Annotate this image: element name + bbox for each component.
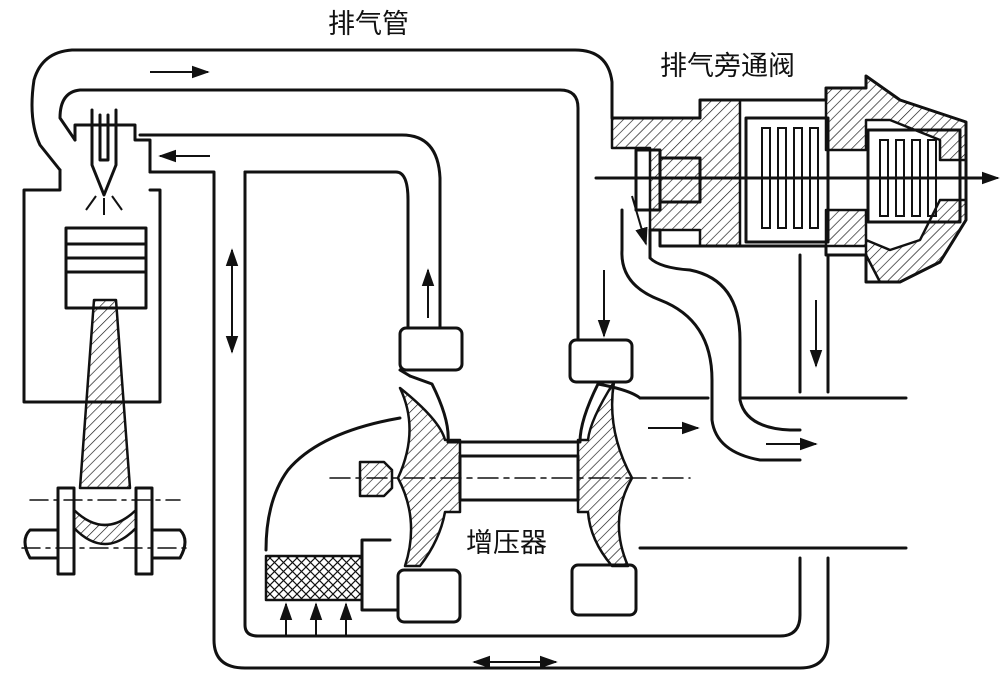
injector — [90, 108, 118, 197]
turbine-inlet-left — [398, 326, 464, 372]
piston — [64, 226, 148, 310]
manifold-branch-outer — [138, 133, 442, 330]
exhaust-pipe-inner — [58, 88, 580, 342]
crank-pin — [72, 508, 138, 546]
bypass-valve-actuator — [824, 74, 968, 162]
crank-web-left — [56, 486, 76, 576]
crankshaft-right — [150, 528, 187, 560]
compressor-housing — [264, 416, 402, 552]
compressor-nose — [358, 460, 394, 498]
exhaust-pipe-label: 排气管 — [328, 9, 409, 40]
bypass-valve-label: 排气旁通阀 — [660, 51, 795, 82]
crank-web-right — [134, 486, 154, 576]
turbine-inlet-right — [568, 338, 634, 384]
manifold-branch-inner2 — [243, 170, 410, 330]
exhaust-pipe-outer — [30, 48, 624, 172]
intake-air-filter — [264, 554, 364, 602]
cylinder-wall-left — [22, 168, 162, 404]
connecting-rod — [78, 298, 132, 490]
intake-duct-inner — [243, 170, 802, 638]
compressor-outlet — [396, 568, 462, 624]
crankshaft-left — [23, 528, 60, 560]
turbine-wheel — [576, 380, 634, 568]
turbocharger-label: 增压器 — [466, 528, 547, 559]
manifold-branch-inner — [148, 170, 830, 670]
cylinder-head — [73, 123, 152, 174]
bypass-outlet-duct — [620, 208, 802, 462]
compressor-wheel — [396, 386, 462, 568]
turbine-collector — [570, 563, 638, 617]
bypass-valve-flange — [610, 98, 742, 248]
bypass-valve-spring-box — [744, 116, 830, 244]
flow-arrow-bypass-down-a — [631, 195, 648, 246]
